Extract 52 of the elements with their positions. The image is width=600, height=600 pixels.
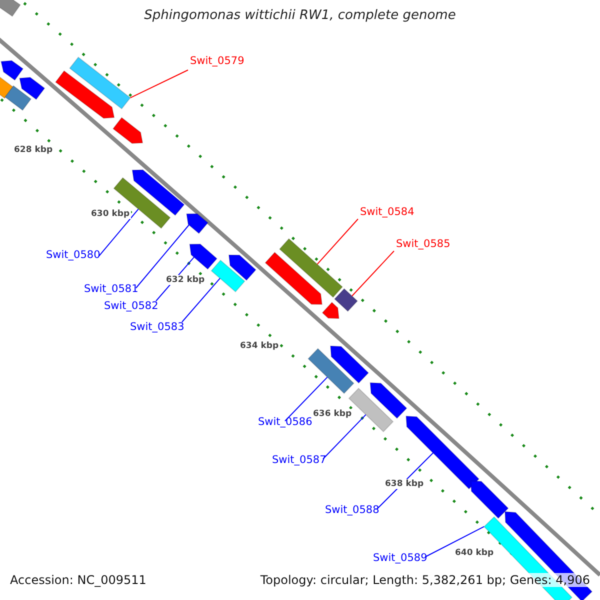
gene-bar <box>0 0 21 17</box>
scale-label: 632 kbp <box>165 275 206 285</box>
gene-feature <box>132 169 185 216</box>
leader-line <box>130 70 188 98</box>
scale-label: 638 kbp <box>384 479 425 489</box>
gene-label: Swit_0583 <box>130 321 184 333</box>
scale-label: 630 kbp <box>90 209 131 219</box>
leader-line <box>424 526 485 558</box>
leader-line <box>182 278 220 322</box>
leader-line <box>136 224 190 288</box>
scale-label: 628 kbp <box>13 145 54 155</box>
gene-bar <box>278 238 344 298</box>
gene-feature <box>264 252 323 305</box>
gene-label: Swit_0585 <box>396 238 450 250</box>
gene-bar <box>308 348 354 394</box>
accession-note: Accession: NC_009511 <box>10 573 146 587</box>
leader-line <box>316 218 358 265</box>
gene-feature <box>0 60 24 81</box>
leader-line <box>352 250 394 296</box>
gene-feature <box>470 480 509 519</box>
gene-bar <box>4 85 32 111</box>
gene-feature <box>406 416 480 490</box>
title: Sphingomonas wittichii RW1, complete genome <box>144 8 456 23</box>
gene-bar <box>69 56 131 110</box>
gene-label: Swit_0584 <box>360 206 414 218</box>
gene-feature <box>112 116 144 144</box>
scale-label: 636 kbp <box>312 409 353 419</box>
scale-label: 640 kbp <box>454 548 495 558</box>
gene-label: Swit_0581 <box>84 283 138 295</box>
genome-stats: Topology: circular; Length: 5,382,261 bp; Genes: 4,906 <box>260 573 590 587</box>
gene-feature <box>322 302 340 320</box>
leader-line <box>98 208 139 256</box>
gene-bar <box>113 177 171 229</box>
gene-label: Swit_0586 <box>258 416 312 428</box>
gene-label: Swit_0587 <box>272 454 326 466</box>
gene-label: Swit_0579 <box>190 55 244 67</box>
gene-feature <box>54 70 115 119</box>
gene-feature <box>228 254 256 281</box>
gene-feature <box>370 382 408 419</box>
gene-label: Swit_0582 <box>104 300 158 312</box>
gene-feature <box>189 244 218 270</box>
leader-line <box>284 376 328 422</box>
gene-bar <box>334 288 358 312</box>
gene-label: Swit_0589 <box>373 552 428 564</box>
scale-label: 634 kbp <box>239 341 280 351</box>
gene-feature <box>19 76 46 100</box>
gene-feature <box>186 213 209 234</box>
leader-line <box>322 414 366 460</box>
gene-feature <box>330 345 370 384</box>
gene-label: Swit_0580 <box>46 249 100 261</box>
gene-label: Swit_0588 <box>325 504 380 516</box>
gene-bar <box>210 260 246 292</box>
